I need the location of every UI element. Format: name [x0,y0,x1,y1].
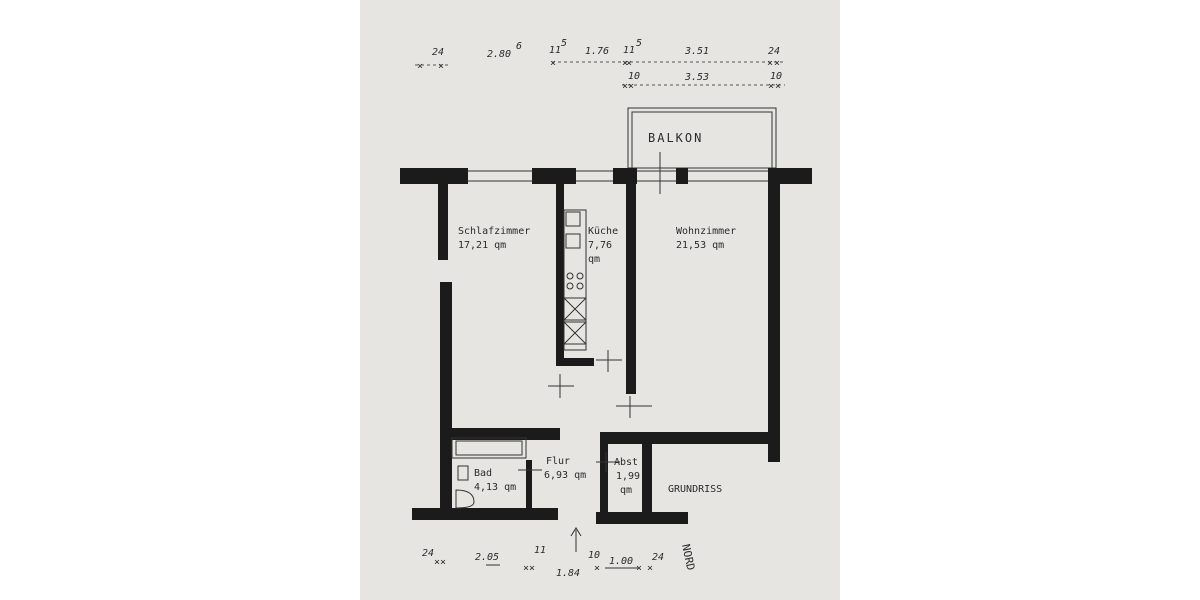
dim-bottom-100: 1.00 [609,556,633,567]
living-area: 21,53 qm [676,240,724,251]
dim-top2-10-left: 10 [628,71,640,82]
bottom-dimension-lines: ×× ×× × × × [434,557,653,574]
svg-text:×: × [622,58,628,69]
hall-name: Flur [546,456,570,467]
kitchen-area: 7,76 [588,240,612,251]
door-marks [518,152,661,472]
north-label: NORD [679,543,697,572]
svg-text:××: ×× [434,557,446,568]
dim-top-11-b: 11 [623,45,635,56]
plan-title: GRUNDRISS [668,484,722,495]
room-labels: Schlafzimmer 17,21 qm Küche 7,76 qm Wohn… [458,226,736,496]
storage-name: Abst [614,457,638,468]
svg-text:×: × [438,61,444,72]
floor-plan-sheet: × × × × × × × × × × × 24 2.80 6 11 5 1.7… [360,0,840,600]
bedroom-name: Schlafzimmer [458,226,530,237]
svg-text:×: × [594,563,600,574]
svg-text:×: × [647,563,653,574]
svg-text:×: × [775,81,781,92]
dim-top-24-right: 24 [768,46,780,57]
dim-bottom-10: 10 [588,550,600,561]
svg-text:×: × [767,58,773,69]
dim-bottom-205: 2.05 [475,552,499,563]
dim-top-6: 6 [516,41,522,52]
dim-bottom-184: 1.84 [556,568,580,579]
dim-bottom-24-left: 24 [422,548,434,559]
hall-area: 6,93 qm [544,470,586,481]
svg-text:×: × [768,81,774,92]
bath-area: 4,13 qm [474,482,516,493]
svg-text:×: × [622,81,628,92]
dim-top2-10-right: 10 [770,71,782,82]
svg-text:×: × [626,58,632,69]
kitchen-area-unit: qm [588,254,600,265]
storage-area: 1,99 [616,471,640,482]
svg-text:×: × [417,61,423,72]
dim-bottom-24-right: 24 [652,552,664,563]
entrance-arrow-icon [570,527,582,552]
balcony-label: BALKON [648,131,703,145]
walls [400,168,812,524]
dim-top-280: 2.80 [487,49,511,60]
dim-top-5-b: 5 [636,38,642,49]
dim-top-351: 3.51 [684,46,709,57]
balcony: BALKON [627,107,777,169]
living-name: Wohnzimmer [676,226,736,237]
dim-top-176: 1.76 [585,46,609,57]
top-dimension-lines: × × × × × × × × × × × [415,58,785,92]
svg-text:×: × [636,563,642,574]
bedroom-area: 17,21 qm [458,240,506,251]
svg-text:×: × [774,58,780,69]
kitchen-fixtures [563,209,587,351]
storage-area-unit: qm [620,485,632,496]
bath-name: Bad [474,468,492,479]
dim-top2-353: 3.53 [684,72,709,83]
bath-fixtures [451,437,527,509]
top-dimension-labels: 24 2.80 6 11 5 1.76 11 5 3.51 24 10 3.53… [432,38,782,83]
kitchen-name: Küche [588,226,618,237]
bottom-dimension-labels: 24 2.05 11 1.84 10 1.00 24 [422,545,664,579]
floor-plan-drawing: × × × × × × × × × × × 24 2.80 6 11 5 1.7… [400,38,812,579]
dim-top-11-a: 11 [549,45,561,56]
svg-text:×: × [628,81,634,92]
svg-text:×: × [550,58,556,69]
dim-bottom-11: 11 [534,545,546,556]
dim-top-24-left: 24 [432,47,444,58]
svg-text:××: ×× [523,563,535,574]
dim-top-5-a: 5 [561,38,567,49]
